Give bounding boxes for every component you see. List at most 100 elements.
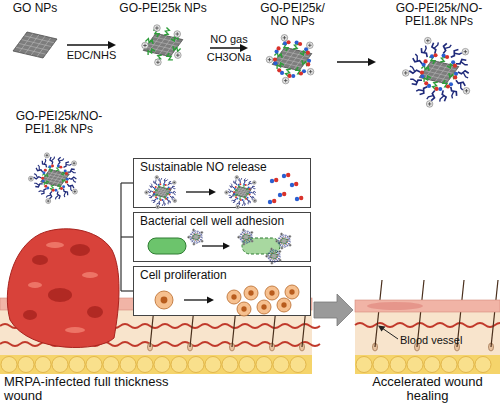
pei-chain <box>163 184 165 188</box>
polymer-branch <box>156 203 159 205</box>
oxygen-atom <box>159 183 161 185</box>
oxygen-atom <box>287 74 291 78</box>
node-label: MRPA-infected full thickness wound <box>4 375 174 403</box>
charge-sign <box>30 178 33 179</box>
charge-sign <box>193 230 194 231</box>
charge-marker <box>235 176 238 179</box>
fat-cell <box>120 357 136 373</box>
nitrogen-atom <box>284 236 286 238</box>
fat-cell <box>256 357 272 373</box>
oxygen-atom <box>197 239 199 241</box>
charge-marker <box>276 240 278 242</box>
charge-marker <box>251 240 253 242</box>
healed-scar <box>367 302 423 310</box>
polymer-chain <box>280 244 282 246</box>
charge-sign <box>157 60 158 64</box>
pei-chain <box>196 233 197 235</box>
oxygen-atom <box>285 243 287 245</box>
nitrogen-atom <box>153 193 155 195</box>
polymer-branch <box>59 159 64 162</box>
oxygen-atom <box>299 71 303 75</box>
charge-marker <box>156 205 159 208</box>
nitrogen-atom <box>280 238 282 240</box>
polymer-chain <box>196 241 198 243</box>
polymer-chain <box>277 251 279 253</box>
wound-spot <box>32 255 48 265</box>
polymer-branch <box>240 238 242 240</box>
nitrogen-atom <box>276 253 278 255</box>
polymer-branch <box>228 189 230 192</box>
oxygen-atom <box>277 254 279 256</box>
pei-chain <box>280 240 282 241</box>
polymer-branch <box>284 246 286 247</box>
fat-cell <box>356 357 372 373</box>
oxygen-atom <box>155 186 157 188</box>
node-label: GO NPs <box>5 2 65 15</box>
pei-chain <box>284 237 285 239</box>
pei-chain <box>164 27 169 35</box>
polymer-chain <box>200 239 202 240</box>
nitrogen-atom <box>242 234 244 236</box>
oxygen-atom <box>192 234 194 236</box>
charge-sign <box>73 191 76 192</box>
oxygen-atom <box>44 185 47 188</box>
pei-chain <box>167 53 173 60</box>
charge-marker <box>266 255 268 257</box>
polymer-branch <box>276 260 278 262</box>
polymer-branch <box>455 53 462 54</box>
charge-marker <box>270 248 272 250</box>
charge-sign <box>202 241 203 242</box>
polymer-branch <box>285 235 286 237</box>
pei-chain <box>193 238 195 239</box>
fat-cell <box>475 357 491 373</box>
arrow-line <box>210 47 243 48</box>
cell <box>257 300 271 314</box>
oxygen-atom <box>65 180 68 183</box>
oxygen-atom <box>242 239 244 241</box>
charge-marker <box>280 233 282 235</box>
charge-sign <box>266 256 267 257</box>
polymer-chain <box>278 255 280 257</box>
charge-sign <box>466 89 467 93</box>
polymer-chain <box>190 234 192 235</box>
pei-chain <box>244 234 245 236</box>
polymer-chain <box>250 239 252 240</box>
charge-sign <box>280 260 281 261</box>
nitrogen-atom <box>199 236 201 238</box>
graphene-sheet <box>272 47 312 70</box>
nitrogen-atom <box>48 165 51 168</box>
oxygen-atom <box>52 189 55 192</box>
nitrogen-atom <box>283 244 285 246</box>
oxygen-atom <box>245 198 247 200</box>
nitrogen-atom <box>242 199 244 201</box>
polymer-branch <box>73 178 77 182</box>
polymer-branch <box>279 244 281 245</box>
nitrogen-atom <box>290 183 294 187</box>
polymer-branch <box>231 200 234 202</box>
nitrogen-atom <box>281 237 283 239</box>
wound-spot <box>70 244 90 256</box>
charge-sign <box>252 241 253 242</box>
charge-marker <box>155 59 162 66</box>
bracket-tick <box>121 182 133 183</box>
oxygen-atom <box>286 40 290 44</box>
graphene-sheet <box>280 238 289 243</box>
polymer-chain <box>242 232 243 234</box>
nitrogen-atom <box>198 234 200 236</box>
charge-marker <box>289 235 291 237</box>
polymer-branch <box>424 46 426 53</box>
charge-sign <box>243 229 244 230</box>
hair <box>190 278 197 347</box>
fat-arrow-shape <box>314 294 353 326</box>
effect-box: Sustainable NO release <box>133 158 311 208</box>
polymer-branch <box>279 256 280 257</box>
polymer-chain <box>288 238 290 239</box>
charge-sign <box>47 201 50 202</box>
nitrogen-atom <box>270 253 272 255</box>
nitrogen-atom <box>233 193 235 195</box>
pei-chain <box>282 238 283 240</box>
polymer-branch <box>235 180 237 183</box>
polymer-branch <box>242 203 244 206</box>
pei-chain <box>271 257 273 258</box>
charge-sign <box>281 248 282 249</box>
